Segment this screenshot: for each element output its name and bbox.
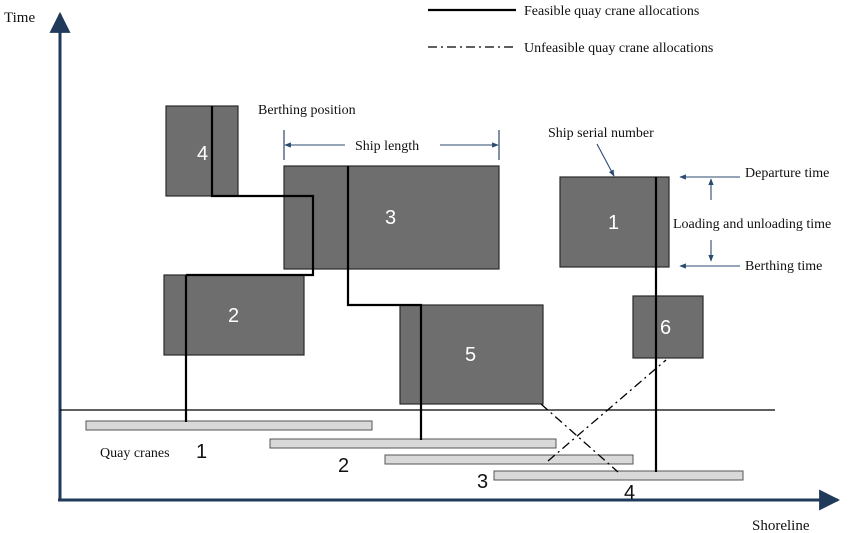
departure-time-label: Departure time	[745, 166, 829, 181]
ship-6-number: 6	[660, 317, 671, 339]
crane-3-path	[346, 166, 423, 440]
crane-2-number: 2	[338, 455, 349, 477]
ship-1-block	[559, 176, 670, 268]
ship-1-number: 1	[608, 212, 619, 234]
unfeasible-path-b	[547, 359, 667, 462]
ship-5-number: 5	[465, 344, 476, 366]
crane-2-bar	[269, 438, 557, 449]
quay-cranes-label: Quay cranes	[100, 446, 170, 461]
ship-serial-number-arrow	[596, 143, 615, 177]
ship-5-block	[399, 304, 544, 405]
ship-2-number: 2	[228, 305, 239, 327]
ship-2-block	[163, 274, 305, 356]
crane-3-bar	[384, 454, 634, 465]
crane-1-number: 1	[196, 441, 207, 463]
loading-unloading-time-label: Loading and unloading time	[673, 217, 831, 232]
unfeasible-path-a	[540, 403, 619, 473]
crane-4-bar	[493, 470, 744, 481]
crane-4-number: 4	[624, 482, 635, 504]
ship-serial-number-label: Ship serial number	[548, 126, 654, 141]
ship-3-number: 3	[385, 207, 396, 229]
crane-2-path	[186, 106, 315, 277]
x-axis-label: Shoreline	[752, 518, 810, 533]
legend-unfeasible-label: Unfeasible quay crane allocations	[524, 41, 713, 56]
ship-4-number: 4	[197, 143, 208, 165]
ship-length-label: Ship length	[355, 139, 419, 154]
legend-feasible-label: Feasible quay crane allocations	[524, 4, 699, 19]
berthing-position-label: Berthing position	[258, 103, 356, 118]
ship-4-block	[165, 105, 239, 197]
crane-3-number: 3	[477, 471, 488, 493]
berthing-time-label: Berthing time	[745, 259, 822, 274]
y-axis-label: Time	[4, 10, 35, 26]
crane-1-bar	[85, 420, 373, 431]
ship-6-block	[632, 295, 704, 359]
ship-3-block	[283, 165, 500, 270]
